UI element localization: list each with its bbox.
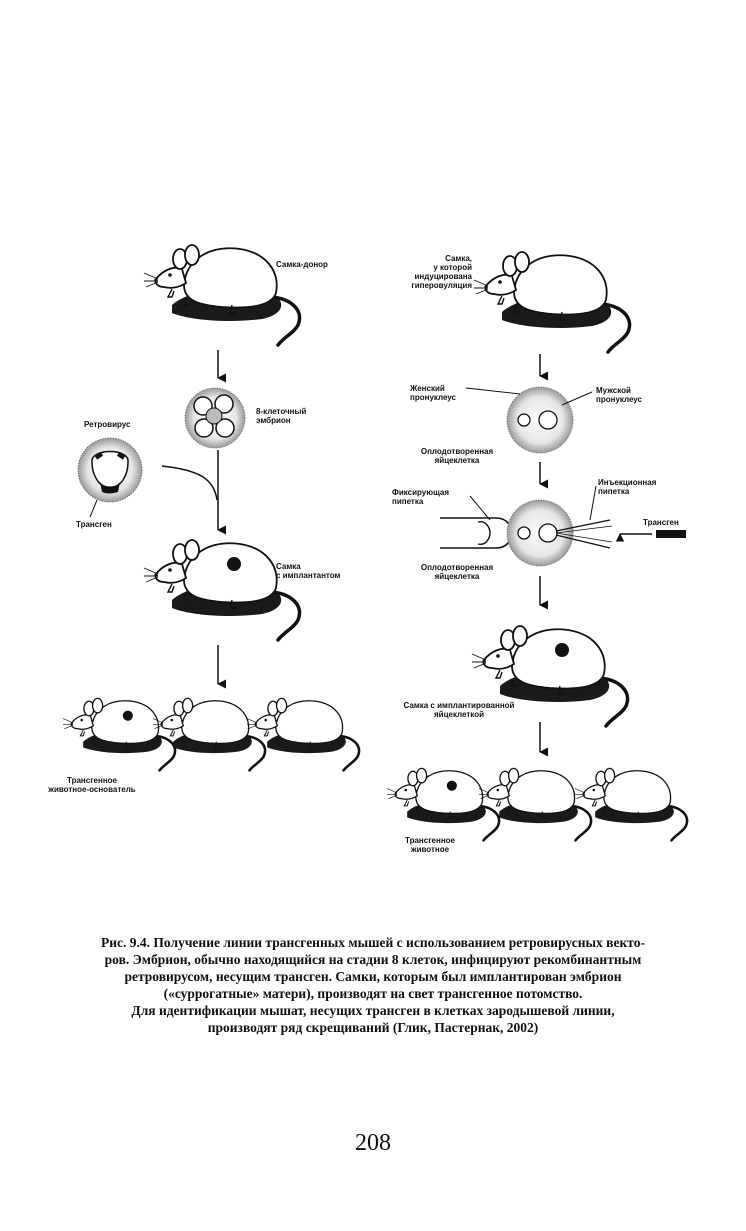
- caption-line: ров. Эмбрион, обычно находящийся на стад…: [104, 952, 642, 967]
- implanted-mouse: [144, 540, 300, 640]
- donor-label: Самка-донор: [276, 260, 328, 269]
- founder-offspring: [63, 697, 361, 772]
- male-pronucleus-label: Мужской пронуклеус: [596, 386, 643, 404]
- fertilized-egg: [506, 386, 574, 454]
- figure-caption: Рис. 9.4. Получение линии трансгенных мы…: [40, 934, 706, 1036]
- transgene-bar: [656, 530, 686, 538]
- caption-line: («суррогатные» матери), производят на св…: [163, 986, 583, 1001]
- holding-pipette-label: Фиксирующая пипетка: [392, 488, 450, 506]
- implanted-label: Самка с имплантантом: [276, 562, 341, 580]
- figure-illustration: [0, 243, 689, 842]
- transgene-label-left: Трансген: [76, 520, 112, 529]
- fertilized-egg-label-1: Оплодотворенная яйцеклетка: [420, 447, 494, 465]
- caption-line: Для идентификации мышат, несущих трансге…: [131, 1003, 615, 1018]
- eight-cell-embryo: [184, 387, 246, 449]
- caption-line: производят ряд скрещиваний (Глик, Пастер…: [207, 1020, 539, 1035]
- retrovirus: [77, 437, 143, 503]
- microinjection: [440, 499, 613, 567]
- page-number: 208: [355, 1130, 391, 1156]
- caption-line: ретровирусом, несущим трансген. Самки, к…: [124, 969, 622, 984]
- superovulated-mouse: [472, 250, 632, 354]
- result-label: Трансгенное животное: [405, 836, 455, 854]
- injection-pipette-label: Инъекционная пипетка: [598, 478, 657, 496]
- fertilized-egg-label-2: Оплодотворенная яйцеклетка: [420, 563, 494, 581]
- transgene-label-right: Трансген: [643, 518, 679, 527]
- retrovirus-label: Ретровирус: [84, 420, 131, 429]
- transgenic-offspring: [387, 767, 689, 842]
- female-pronucleus-label: Женский пронуклеус: [410, 384, 457, 402]
- implanted-egg-label: Самка с имплантированной яйцеклеткой: [403, 701, 515, 719]
- embryo-label: 8-клеточный эмбрион: [256, 407, 307, 425]
- founder-label: Трансгенное животное-основатель: [48, 776, 136, 794]
- caption-line: Рис. 9.4. Получение линии трансгенных мы…: [101, 935, 645, 950]
- superovulation-label: Самка, у которой индуцирована гиперовуля…: [411, 254, 472, 290]
